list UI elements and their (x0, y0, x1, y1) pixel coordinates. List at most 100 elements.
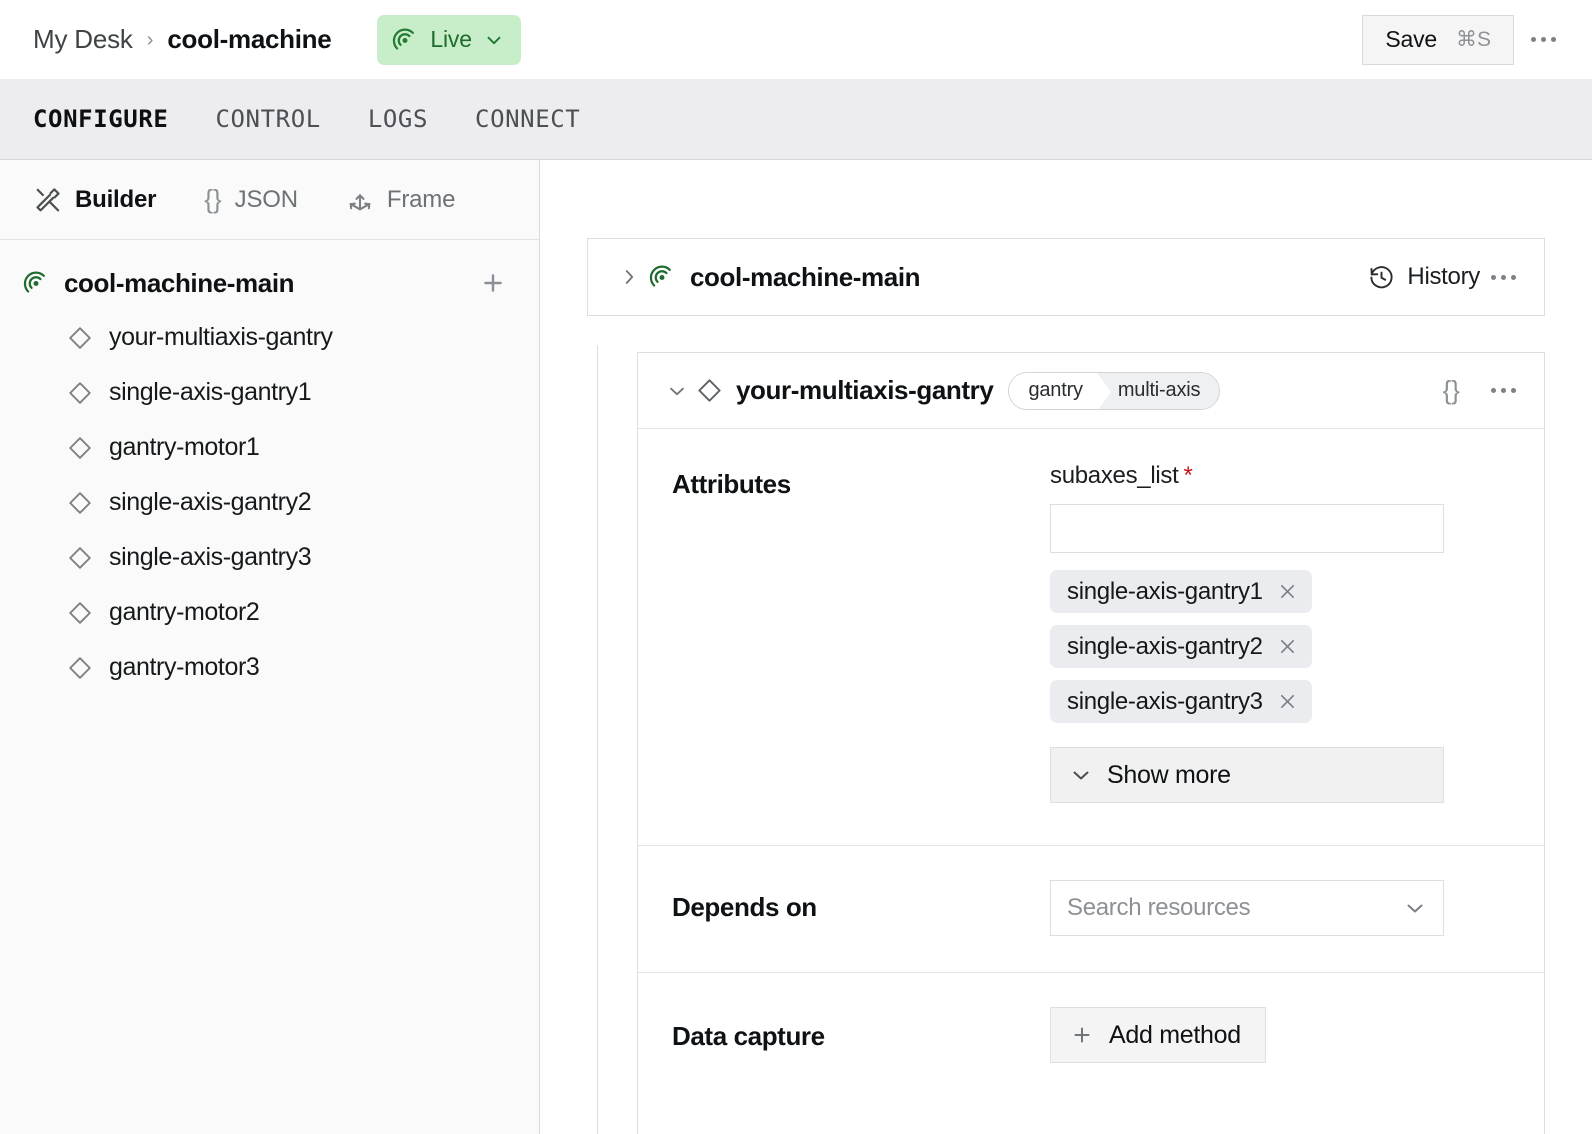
braces-icon: {} (204, 184, 221, 215)
tree-item-label: gantry-motor2 (109, 598, 259, 627)
tag-item[interactable]: single-axis-gantry2 (1050, 625, 1312, 668)
subtab-json[interactable]: {} JSON (204, 184, 298, 215)
tree-item-label: single-axis-gantry3 (109, 543, 311, 572)
tab-logs[interactable]: LOGS (368, 79, 428, 159)
tree-root-cool-machine-main[interactable]: cool-machine-main (0, 256, 539, 310)
search-resources-placeholder: Search resources (1067, 894, 1250, 922)
resource-name: your-multiaxis-gantry (736, 375, 993, 406)
chevron-right-icon[interactable] (610, 266, 648, 288)
subaxes-tag-list: single-axis-gantry1 single-axis-gantry2 … (1050, 570, 1444, 723)
top-bar-actions: Save ⌘S (1362, 15, 1566, 65)
subaxes-list-label: subaxes_list* (1050, 462, 1444, 490)
machine-card-actions: History (1368, 254, 1526, 300)
tree-item-single-axis-gantry2[interactable]: single-axis-gantry2 (0, 475, 539, 530)
tree-item-your-multiaxis-gantry[interactable]: your-multiaxis-gantry (0, 310, 539, 365)
tree-item-gantry-motor1[interactable]: gantry-motor1 (0, 420, 539, 475)
show-more-button[interactable]: Show more (1050, 747, 1444, 803)
tree-root-label: cool-machine-main (64, 268, 294, 299)
tree-item-label: single-axis-gantry1 (109, 378, 311, 407)
breadcrumb-current: cool-machine (167, 24, 331, 55)
kebab-dot (1491, 275, 1496, 280)
add-method-button[interactable]: Add method (1050, 1007, 1266, 1063)
tree-item-single-axis-gantry3[interactable]: single-axis-gantry3 (0, 530, 539, 585)
chip-resource-type: gantry (1009, 373, 1097, 409)
tree-connector-line (597, 345, 598, 1134)
data-capture-row: Data capture Add method (638, 973, 1544, 1101)
remove-tag-icon[interactable] (1277, 581, 1298, 602)
tab-configure[interactable]: CONFIGURE (33, 79, 168, 159)
subtab-builder[interactable]: Builder (34, 186, 156, 214)
history-button[interactable]: History (1368, 263, 1480, 291)
tab-control[interactable]: CONTROL (215, 79, 320, 159)
diamond-icon (67, 490, 93, 516)
chevron-down-icon[interactable] (658, 380, 696, 402)
add-resource-button[interactable] (473, 263, 513, 303)
history-icon (1368, 264, 1395, 291)
depends-on-field-group: Search resources (1050, 880, 1444, 936)
kebab-dot (1501, 388, 1506, 393)
save-button-label: Save (1385, 26, 1437, 53)
diamond-icon (67, 325, 93, 351)
tree-item-single-axis-gantry1[interactable]: single-axis-gantry1 (0, 365, 539, 420)
tab-connect[interactable]: CONNECT (475, 79, 580, 159)
search-resources-select[interactable]: Search resources (1050, 880, 1444, 936)
subtab-frame-label: Frame (387, 186, 455, 214)
editor-mode-tabs: Builder {} JSON Frame (0, 160, 539, 240)
tag-label: single-axis-gantry2 (1067, 633, 1263, 661)
braces-icon[interactable]: {} (1437, 375, 1466, 406)
diamond-icon (696, 377, 723, 404)
plus-icon (1070, 1023, 1094, 1047)
resource-more-options-button[interactable] (1480, 368, 1526, 414)
subtab-json-label: JSON (235, 186, 298, 214)
kebab-dot (1501, 275, 1506, 280)
resource-card-header: your-multiaxis-gantry gantry multi-axis … (638, 353, 1544, 429)
tools-icon (34, 186, 62, 214)
diamond-icon (67, 655, 93, 681)
subaxes-list-input[interactable] (1050, 504, 1444, 553)
tag-item[interactable]: single-axis-gantry1 (1050, 570, 1312, 613)
machine-more-options-button[interactable] (1480, 254, 1526, 300)
left-panel: Builder {} JSON Frame (0, 160, 540, 1134)
kebab-dot (1551, 37, 1556, 42)
subtab-frame[interactable]: Frame (346, 186, 455, 214)
top-bar: My Desk › cool-machine Live Save ⌘S (0, 0, 1592, 79)
tag-item[interactable]: single-axis-gantry3 (1050, 680, 1312, 723)
diamond-icon (67, 380, 93, 406)
machine-name: cool-machine-main (690, 262, 920, 293)
tree-item-label: gantry-motor1 (109, 433, 259, 462)
axes-icon (346, 186, 374, 214)
main-tab-bar: CONFIGURE CONTROL LOGS CONNECT (0, 79, 1592, 160)
save-button[interactable]: Save ⌘S (1362, 15, 1514, 65)
more-options-button[interactable] (1520, 17, 1566, 63)
live-status-label: Live (430, 26, 471, 53)
diamond-icon (67, 545, 93, 571)
main-panel: cool-machine-main History (541, 160, 1592, 1134)
live-status-badge[interactable]: Live (377, 15, 520, 65)
kebab-dot (1491, 388, 1496, 393)
remove-tag-icon[interactable] (1277, 636, 1298, 657)
tree-item-gantry-motor3[interactable]: gantry-motor3 (0, 640, 539, 695)
tree-item-label: single-axis-gantry2 (109, 488, 311, 517)
tag-label: single-axis-gantry3 (1067, 688, 1263, 716)
resource-tree: cool-machine-main your-multiaxis-gantry … (0, 240, 539, 695)
attributes-field-group: subaxes_list* single-axis-gantry1 single… (1050, 462, 1444, 803)
kebab-dot (1511, 388, 1516, 393)
tree-item-gantry-motor2[interactable]: gantry-motor2 (0, 585, 539, 640)
chevron-down-icon (483, 29, 505, 51)
add-method-label: Add method (1109, 1021, 1241, 1050)
diamond-icon (67, 600, 93, 626)
chip-resource-model: multi-axis (1112, 373, 1219, 409)
subtab-builder-label: Builder (75, 186, 156, 214)
tag-label: single-axis-gantry1 (1067, 578, 1263, 606)
signal-icon (22, 269, 50, 297)
data-capture-field-group: Add method (1050, 1007, 1266, 1063)
diamond-icon (67, 435, 93, 461)
remove-tag-icon[interactable] (1277, 691, 1298, 712)
kebab-dot (1541, 37, 1546, 42)
kebab-dot (1531, 37, 1536, 42)
signal-icon (391, 26, 419, 54)
history-label: History (1407, 263, 1480, 291)
tree-item-label: your-multiaxis-gantry (109, 323, 333, 352)
depends-on-row: Depends on Search resources (638, 846, 1544, 973)
breadcrumb-root[interactable]: My Desk (33, 24, 133, 55)
